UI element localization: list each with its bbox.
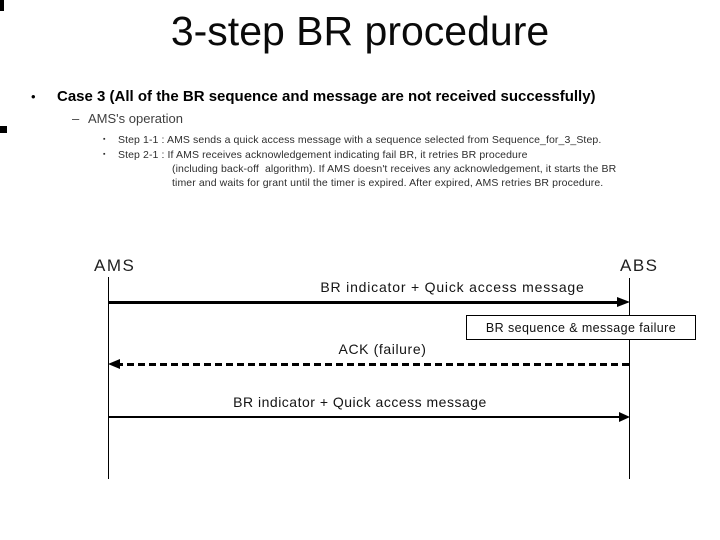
ack-failure-label: ACK (failure) <box>338 341 427 357</box>
slide-title: 3-step BR procedure <box>170 8 550 54</box>
bullet-step-2-1-text-line1: Step 2-1 : If AMS receives acknowledgeme… <box>118 149 528 161</box>
bullet-ams-operation: – AMS's operation <box>72 111 183 126</box>
message3-label: BR indicator + Quick access message <box>233 394 487 410</box>
bullet-step-2-1-text-line3: timer and waits for grant until the time… <box>172 176 604 189</box>
ams-lifeline <box>108 277 109 479</box>
message1-arrow-line <box>108 301 618 304</box>
abs-lifeline <box>629 278 630 479</box>
bullet-dash-icon: – <box>72 111 80 126</box>
bullet-case3-text: Case 3 (All of the BR sequence and messa… <box>57 88 596 105</box>
ack-dashed-arrow-line <box>116 363 629 366</box>
slide-edge-artifact-top <box>0 0 4 11</box>
bullet-case3: • Case 3 (All of the BR sequence and mes… <box>31 88 596 105</box>
arrowhead-right-icon <box>617 297 630 307</box>
bullet-step-2-1: ▪ Step 2-1 : If AMS receives acknowledge… <box>103 149 528 162</box>
failure-note-box: BR sequence & message failure <box>466 315 696 340</box>
bullet-square-icon: ▪ <box>103 151 106 158</box>
arrowhead-right-icon <box>619 412 630 422</box>
bullet-ams-operation-text: AMS's operation <box>88 111 183 126</box>
arrowhead-left-icon <box>108 359 120 369</box>
actor-abs-label: ABS <box>620 256 659 275</box>
bullet-step-2-1-text-line2: (including back-off algorithm). If AMS d… <box>172 163 617 175</box>
bullet-dot-icon: • <box>31 89 36 104</box>
slide-edge-artifact-mid <box>0 126 7 133</box>
actor-ams-label: AMS <box>94 256 136 275</box>
failure-note-text: BR sequence & message failure <box>485 320 677 335</box>
message1-label: BR indicator + Quick access message <box>320 279 585 295</box>
bullet-square-icon: ▪ <box>103 136 106 143</box>
bullet-step-1-1: ▪ Step 1-1 : AMS sends a quick access me… <box>103 134 601 147</box>
bullet-step-1-1-text: Step 1-1 : AMS sends a quick access mess… <box>118 134 602 146</box>
message3-arrow-line <box>108 416 620 418</box>
